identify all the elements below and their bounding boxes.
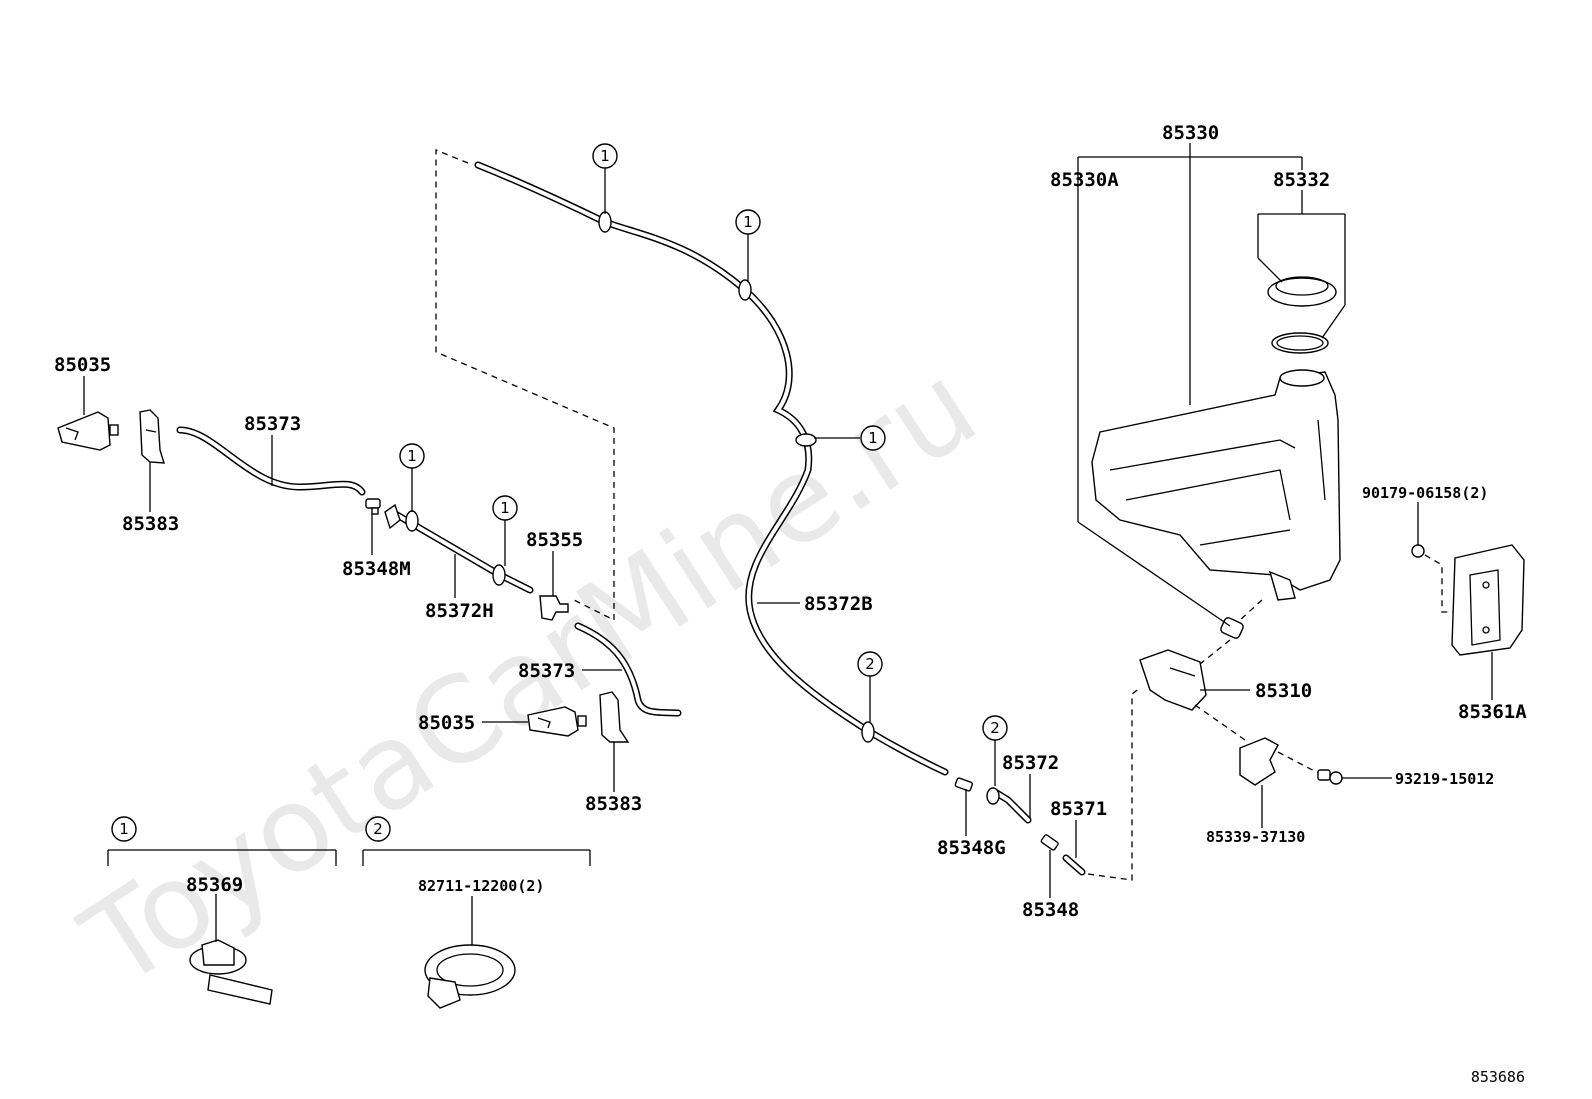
hose-85372[interactable] [986,787,1032,824]
label-85383-upper[interactable]: 85383 [122,513,179,535]
label-85371[interactable]: 85371 [1050,798,1107,820]
label-85339-37130[interactable]: 85339-37130 [1206,828,1305,846]
label-85372H[interactable]: 85372H [425,600,494,622]
clamp-85369-a [405,510,419,532]
diagram-id: 853686 [1471,1068,1525,1086]
callout-circle-1: 1 [492,495,518,521]
callout-circle-2: 2 [857,651,883,677]
gasket[interactable] [1271,332,1329,354]
joint-85348M[interactable] [365,498,381,515]
clamp-82711-a [861,721,875,743]
svg-text:1: 1 [119,820,129,838]
callout-circle-1: 1 [592,143,618,169]
legend-callout-2: 2 [365,816,391,842]
label-85373-upper[interactable]: 85373 [244,413,301,435]
clamp-85369-b [492,564,506,586]
clamp-85369-c [598,211,612,233]
bracket-85383-lower[interactable] [599,691,630,743]
label-82711-12200[interactable]: 82711-12200(2) [418,877,544,895]
svg-text:1: 1 [743,213,753,231]
label-93219-15012[interactable]: 93219-15012 [1395,770,1494,788]
hose-85372H[interactable] [384,503,534,594]
callout-circle-1: 1 [399,443,425,469]
svg-text:2: 2 [865,655,875,673]
label-85348[interactable]: 85348 [1022,899,1079,921]
joint-85348[interactable] [1040,834,1059,851]
hose-85371[interactable] [1062,854,1086,876]
pump-85310[interactable] [1139,649,1207,711]
hose-85373-lower[interactable] [574,622,682,717]
washer-tank-85330A[interactable] [1091,369,1341,601]
label-85355[interactable]: 85355 [526,529,583,551]
callout-circle-1: 1 [860,425,886,451]
label-85332[interactable]: 85332 [1273,169,1330,191]
svg-text:2: 2 [990,719,1000,737]
bracket-85383-upper[interactable] [139,409,165,464]
clamp-85369-legend[interactable] [189,939,273,1005]
svg-text:1: 1 [600,147,610,165]
leader-lines [83,143,1493,945]
label-85330A[interactable]: 85330A [1050,169,1119,191]
label-85035-lower[interactable]: 85035 [418,712,475,734]
clamp-82711-b [986,787,1000,805]
label-85035-upper[interactable]: 85035 [54,354,111,376]
label-85310[interactable]: 85310 [1255,680,1312,702]
clamp-82711-12200-legend[interactable] [424,944,516,1009]
phantom-outline [435,149,615,622]
clamp-85369-e [795,433,817,447]
grommet[interactable] [1220,617,1245,640]
joint-85348G[interactable] [954,777,974,792]
cap-85332[interactable] [1267,276,1337,307]
bracket-85361A[interactable] [1451,544,1525,656]
label-85348G[interactable]: 85348G [937,837,1006,859]
nozzle-85035-upper[interactable] [57,411,119,451]
pump-bracket-line [1194,704,1246,741]
svg-text:1: 1 [868,429,878,447]
label-90179-06158[interactable]: 90179-06158(2) [1362,484,1488,502]
label-85361A[interactable]: 85361A [1458,701,1527,723]
joint-85355[interactable] [539,595,569,621]
label-85372B[interactable]: 85372B [804,593,873,615]
label-85373-lower[interactable]: 85373 [518,660,575,682]
bolt-phantom-line [1277,751,1323,776]
label-85330[interactable]: 85330 [1162,122,1219,144]
part-labels: 85035 85383 85373 85348M 85372H 85355 85… [54,122,1527,921]
nozzle-85035-lower[interactable] [527,706,587,737]
label-85369[interactable]: 85369 [186,874,243,896]
legend-callout-1: 1 [111,816,137,842]
pump-phantom-line [1087,687,1141,881]
svg-text:1: 1 [500,499,510,517]
callout-circle-2: 2 [982,715,1008,741]
hose-85373-upper[interactable] [176,426,366,496]
bracket-85339-37130[interactable] [1239,737,1279,786]
label-85348M[interactable]: 85348M [342,558,411,580]
svg-text:1: 1 [407,447,417,465]
callout-circle-1: 1 [735,209,761,235]
bolt-93219-15012[interactable] [1317,769,1343,785]
clamp-85369-d [738,279,752,301]
nut-90179-06158[interactable] [1411,544,1425,558]
hose-85372B[interactable] [474,161,949,776]
label-85383-lower[interactable]: 85383 [585,793,642,815]
svg-text:2: 2 [373,820,383,838]
label-85372[interactable]: 85372 [1002,752,1059,774]
